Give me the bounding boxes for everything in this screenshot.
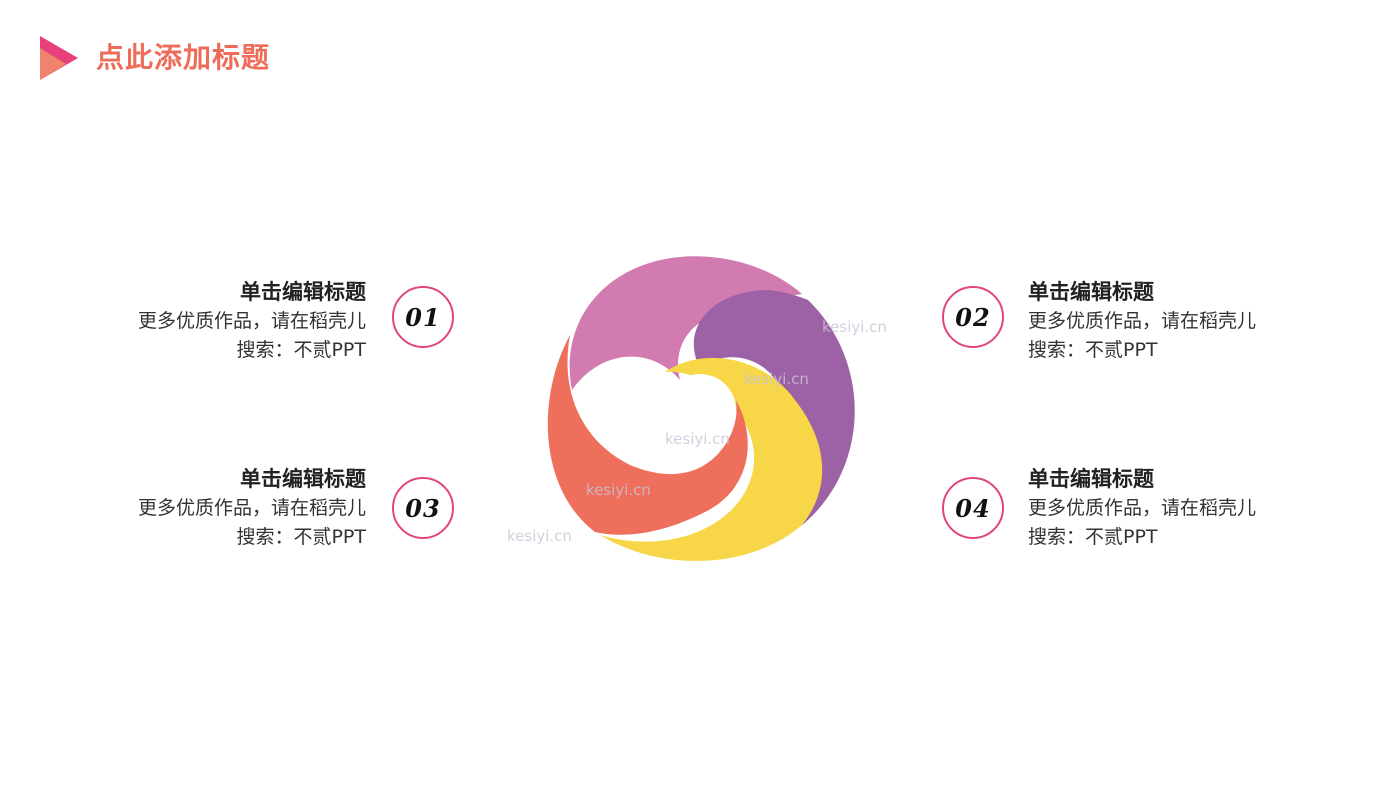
item-03: 单击编辑标题 更多优质作品，请在稻壳儿 搜索：不贰PPT [66, 464, 366, 552]
item-description[interactable]: 更多优质作品，请在稻壳儿 [1028, 497, 1257, 519]
page-title[interactable]: 点此添加标题 [96, 41, 271, 74]
number-label: 02 [955, 302, 991, 332]
item-description[interactable]: 搜索：不贰PPT [1028, 339, 1158, 361]
item-title[interactable]: 单击编辑标题 [1028, 467, 1154, 491]
swirl-segment-pink [569, 256, 802, 390]
item-title[interactable]: 单击编辑标题 [240, 280, 366, 304]
number-badge-04: 04 [942, 477, 1004, 539]
number-label: 01 [405, 302, 441, 332]
swirl-segment-coral [547, 335, 748, 535]
item-description[interactable]: 搜索：不贰PPT [1028, 526, 1158, 548]
item-02: 单击编辑标题 更多优质作品，请在稻壳儿 搜索：不贰PPT [1028, 277, 1328, 365]
item-description[interactable]: 搜索：不贰PPT [236, 526, 366, 548]
watermark-text: kesiyi.cn [822, 318, 887, 336]
item-description[interactable]: 更多优质作品，请在稻壳儿 [137, 497, 366, 519]
swirl-graphic [547, 256, 855, 561]
watermark-text: kesiyi.cn [665, 430, 730, 448]
item-description[interactable]: 搜索：不贰PPT [236, 339, 366, 361]
item-title[interactable]: 单击编辑标题 [1028, 280, 1154, 304]
item-description[interactable]: 更多优质作品，请在稻壳儿 [1028, 310, 1257, 332]
item-04: 单击编辑标题 更多优质作品，请在稻壳儿 搜索：不贰PPT [1028, 464, 1328, 552]
number-badge-03: 03 [392, 477, 454, 539]
watermark-text: kesiyi.cn [586, 481, 651, 499]
watermark-text: kesiyi.cn [507, 527, 572, 545]
play-triangle-icon [40, 36, 78, 80]
number-badge-02: 02 [942, 286, 1004, 348]
item-description[interactable]: 更多优质作品，请在稻壳儿 [137, 310, 366, 332]
item-01: 单击编辑标题 更多优质作品，请在稻壳儿 搜索：不贰PPT [66, 277, 366, 365]
swirl-segment-yellow [600, 357, 823, 561]
watermark-text: kesiyi.cn [744, 370, 809, 388]
number-badge-01: 01 [392, 286, 454, 348]
number-label: 04 [955, 493, 991, 523]
item-title[interactable]: 单击编辑标题 [240, 467, 366, 491]
number-label: 03 [405, 493, 441, 523]
